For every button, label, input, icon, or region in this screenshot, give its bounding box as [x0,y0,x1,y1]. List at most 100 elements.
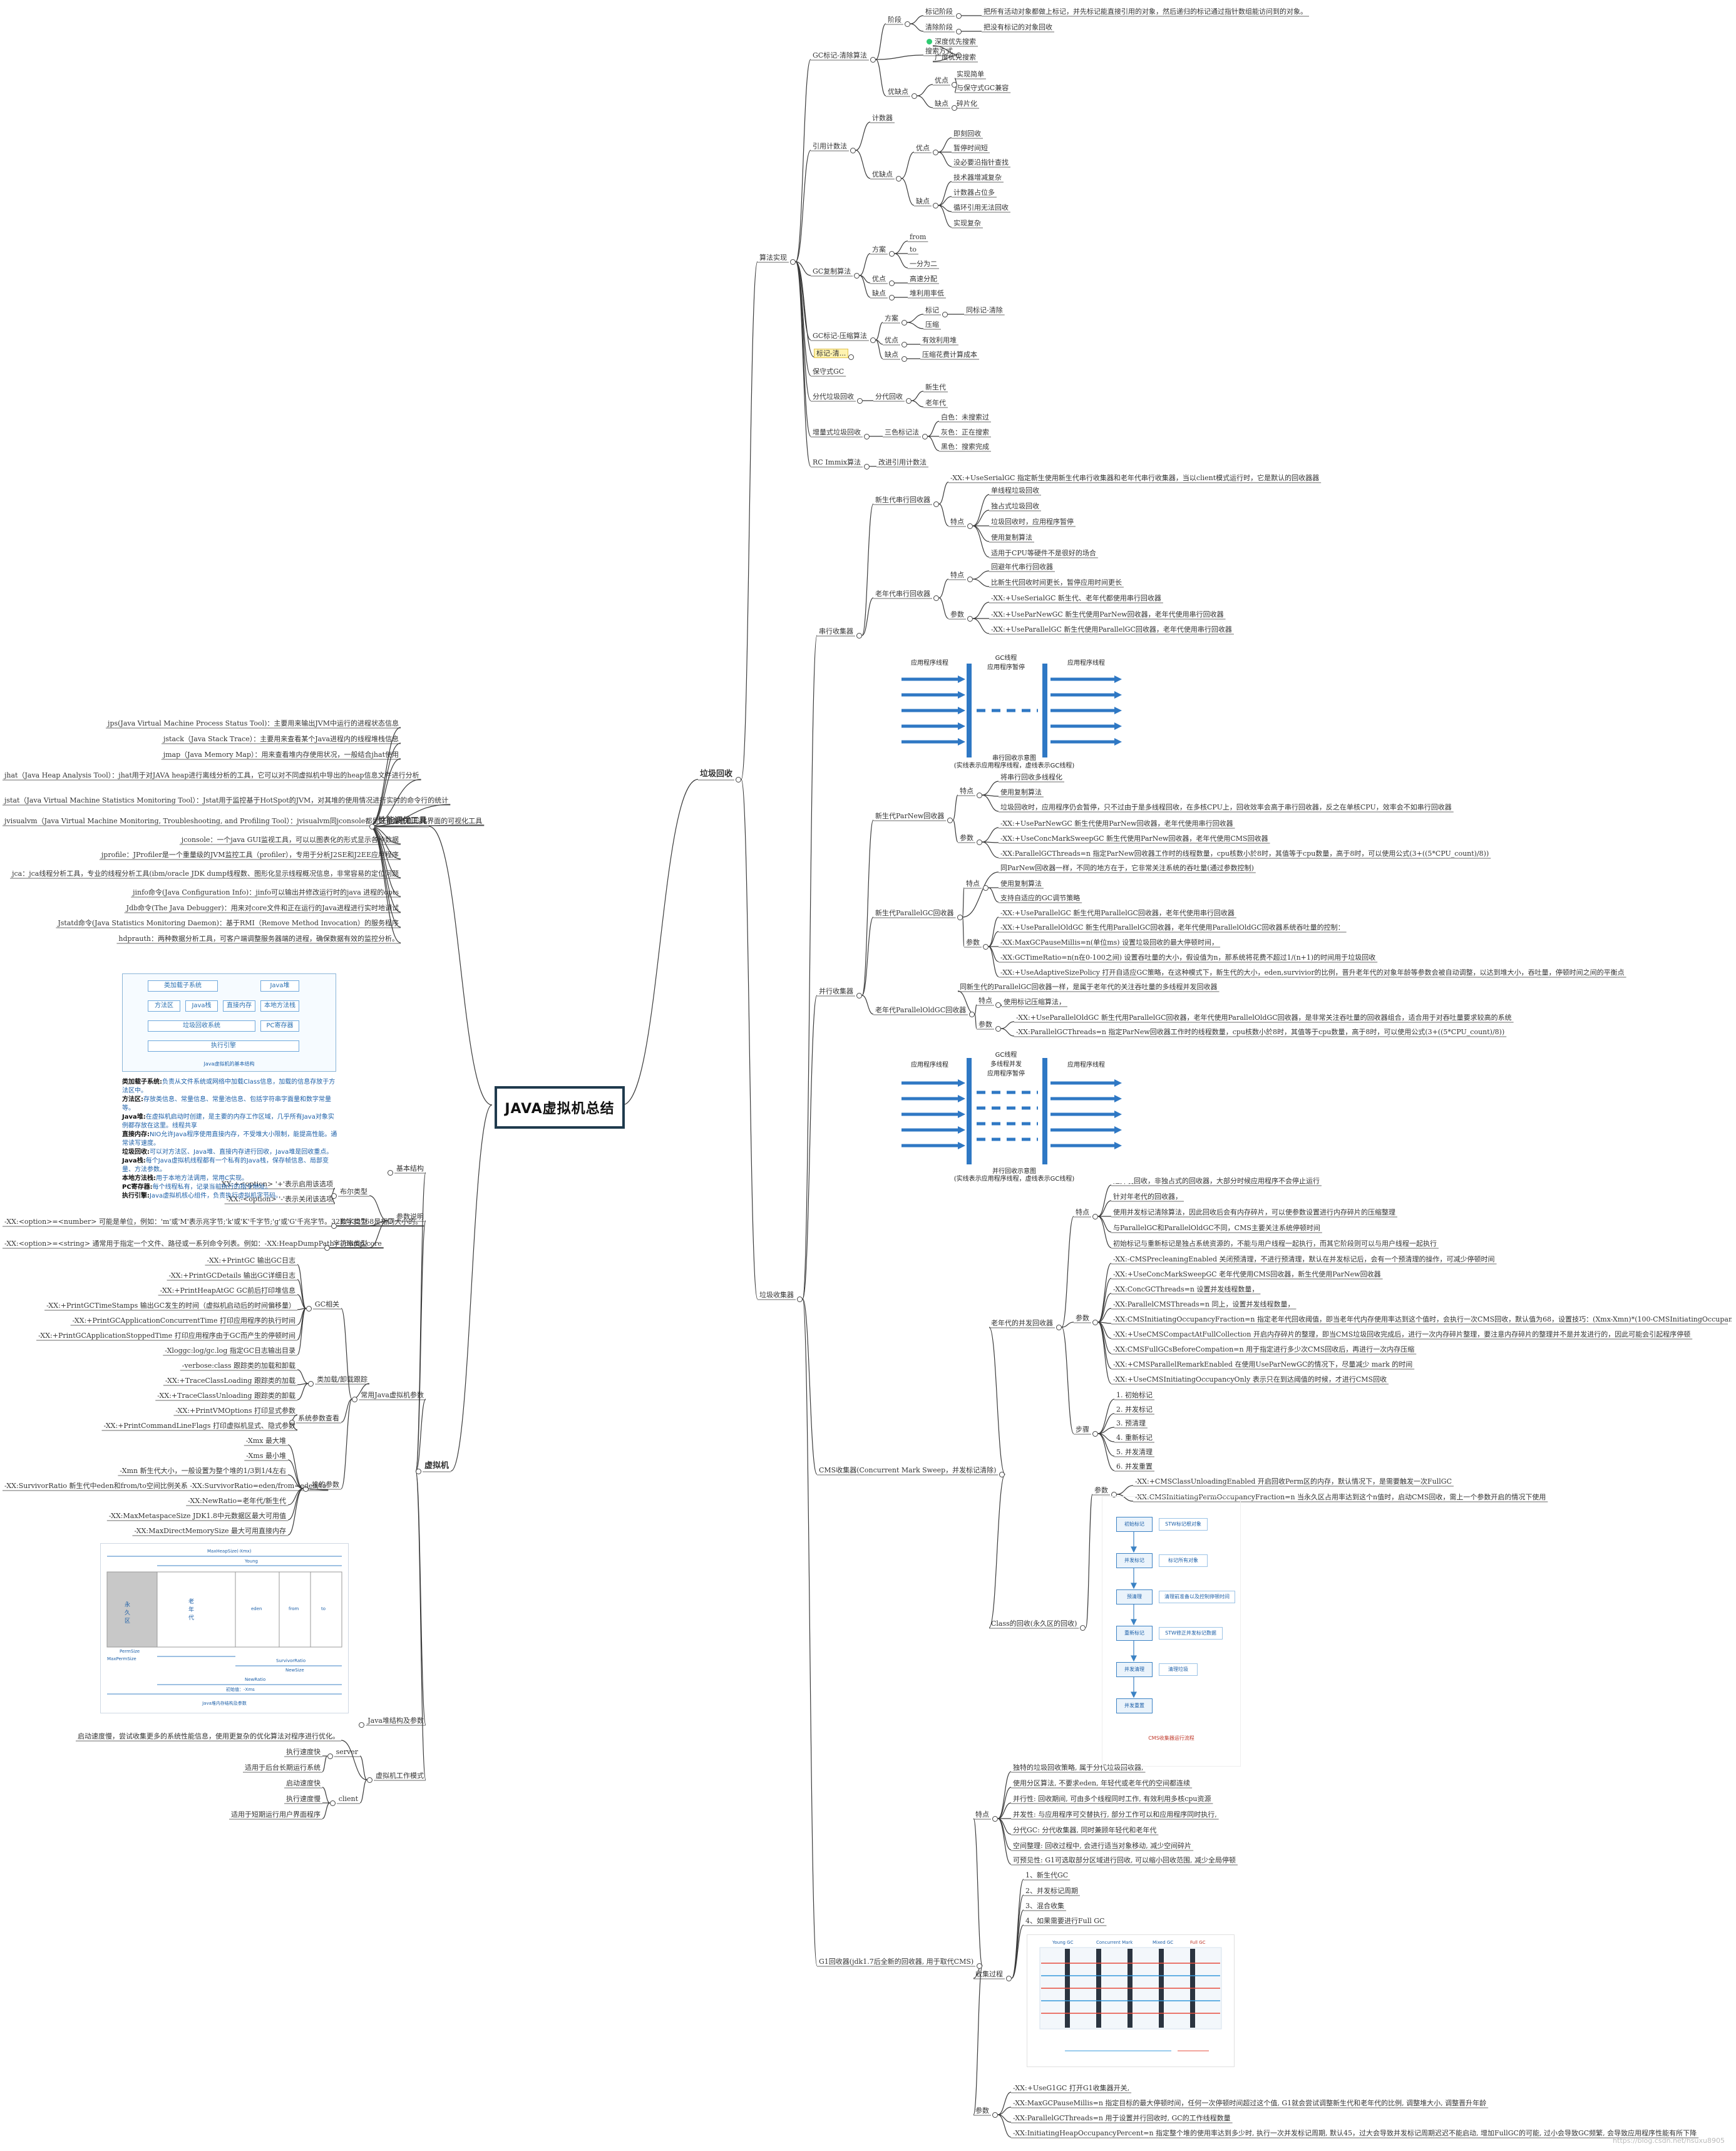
node-g1-f3[interactable]: 并行性: 回收期间, 可由多个线程同时工作, 有效利用多核cpu资源 [1013,1795,1211,1803]
collapse-toggle-icon[interactable] [797,1296,803,1302]
collapse-toggle-icon[interactable] [901,342,907,347]
node-j-g4[interactable]: -XX:+PrintGCTimeStamps 输出GC发生的时间（虚拟机启动后的… [46,1301,295,1310]
node-ms-mark[interactable]: 标记阶段 [925,8,953,16]
collapse-toggle-icon[interactable] [331,1223,337,1229]
node-pa-pgf[interactable]: 特点 [966,880,980,888]
node-cms[interactable]: CMS收集器(Concurrent Mark Sweep，并发标记清除) [819,1466,997,1474]
collapse-toggle-icon[interactable] [905,21,910,27]
node-pa-pnf1[interactable]: 将串行回收多线程化 [1000,773,1062,781]
collapse-toggle-icon[interactable] [327,1753,333,1759]
collapse-toggle-icon[interactable] [1006,1976,1012,1981]
collapse-toggle-icon[interactable] [854,273,860,279]
node-pa-pnp1[interactable]: -XX:+UseParNewGC 新生代使用ParNew回收器，老年代使用串行回… [1000,819,1233,828]
node-pa-pop1[interactable]: -XX:+UseParallelOldGC 新生代用ParallelGC回收器，… [1016,1014,1512,1022]
node-g1-p1[interactable]: -XX:+UseG1GC 打开G1收集器开关, [1013,2084,1130,2092]
node-rci-d[interactable]: 改进引用计数法 [878,458,927,466]
collapse-toggle-icon[interactable] [1080,1625,1086,1631]
node-g1-f[interactable]: 特点 [975,1810,989,1819]
collapse-toggle-icon[interactable] [308,1381,314,1387]
node-mc[interactable]: GC标记-压缩算法 [813,332,867,340]
node-cp-to[interactable]: to [910,245,917,254]
node-j-bool2[interactable]: -XX:-<option> '-'表示关闭该选项 [226,1195,333,1203]
collapse-toggle-icon[interactable] [870,57,876,63]
node-ms-dfs[interactable]: 深度优先搜索 [935,38,976,46]
node-se-yf2[interactable]: 独占式垃圾回收 [991,502,1039,510]
node-se-of[interactable]: 特点 [950,571,964,579]
node-mc-p1[interactable]: 有效利用堆 [922,336,957,344]
collapse-toggle-icon[interactable] [912,93,917,99]
node-j-g7[interactable]: -Xloggc:log/gc.log 指定GC日志输出目录 [165,1347,295,1355]
collapse-toggle-icon[interactable] [889,295,895,300]
node-cp-con[interactable]: 缺点 [872,289,886,297]
node-se-yf5[interactable]: 适用于CPU等硬件不是很好的场合 [991,549,1096,557]
collapse-toggle-icon[interactable] [1056,1325,1062,1330]
node-j-server[interactable]: server [336,1748,358,1756]
node-ms-p1[interactable]: 实现简单 [957,70,984,78]
node-cms-cp[interactable]: 参数 [1094,1486,1108,1494]
node-t12[interactable]: Jstatd命令(Java Statistics Monitoring Daem… [58,919,399,927]
node-j-bool[interactable]: 布尔类型 [340,1188,367,1196]
node-rci[interactable]: RC Immix算法 [813,458,861,466]
collapse-toggle-icon[interactable] [329,1800,336,1806]
node-cms-s4[interactable]: 4. 重新标记 [1116,1434,1153,1442]
node-se[interactable]: 串行收集器 [819,627,853,635]
node-ms[interactable]: GC标记-清除算法 [813,51,867,59]
node-cms-f5[interactable]: 初始标记与重新标记是独占系统资源的，不能与用户线程一起执行，而其它阶段则可以与用… [1113,1240,1437,1248]
collapse-toggle-icon[interactable] [933,203,938,208]
node-ms-sweep-d[interactable]: 把没有标记的对象回收 [984,23,1052,31]
node-mc-pro[interactable]: 优点 [885,336,898,344]
node-mc-c1[interactable]: 压缩花费计算成本 [922,351,977,359]
collapse-toggle-icon[interactable] [857,398,863,404]
collapse-toggle-icon[interactable] [969,1012,975,1017]
collapse-toggle-icon[interactable] [889,251,895,257]
node-g1-p4[interactable]: -XX:InitiatingHeapOccupancyPercent=n 指定整… [1013,2129,1697,2137]
node-pa-pg[interactable]: 新生代ParallelGC回收器 [875,909,954,917]
node-t9[interactable]: jca：jca线程分析工具，专业的线程分析工具(ibm/oracle JDK d… [12,870,399,878]
node-cms-f[interactable]: 特点 [1076,1208,1089,1216]
collapse-toggle-icon[interactable] [922,434,928,439]
node-cp-from[interactable]: from [910,233,927,241]
collapse-toggle-icon[interactable] [352,1397,358,1402]
node-pa-pgp3[interactable]: -XX:MaxGCPauseMillis=n(单位ms) 设置垃圾回收的最大停顿… [1000,938,1219,947]
node-j-sv2[interactable]: 适用于后台长期运行系统 [245,1763,321,1772]
node-t5[interactable]: jstat（Java Virtual Machine Statistics Mo… [4,796,449,804]
node-pa-pgf1[interactable]: 使用复制算法 [1000,880,1042,888]
node-j-gc[interactable]: GC相关 [314,1300,339,1308]
node-ms-pro[interactable]: 优点 [935,76,948,85]
node-rc-p2[interactable]: 暂停时间短 [953,144,988,152]
collapse-toggle-icon[interactable] [367,1777,372,1783]
node-pa-pnp2[interactable]: -XX:+UseConcMarkSweepGC 新生代使用ParNew回收器，老… [1000,834,1268,843]
collapse-toggle-icon[interactable] [359,1722,365,1728]
node-j-h4[interactable]: -XX:SurvivorRatio 新生代中eden和from/to空间比例关系… [4,1482,327,1490]
node-j-sv1[interactable]: 执行速度快 [286,1748,321,1756]
collapse-toggle-icon[interactable] [957,915,963,920]
node-pa-pnp3[interactable]: -XX:ParallelGCThreads=n 指定ParNew回收器工作时的线… [1000,850,1489,858]
node-g1-f5[interactable]: 分代GC: 分代收集器, 同时兼顾年轻代和老年代 [1013,1826,1157,1834]
node-ms-mark-d[interactable]: 把所有活动对象都做上标记，并先标记能直接引用的对象，然后递归的标记通过指针数组能… [984,8,1307,16]
node-g1[interactable]: G1回收器(jdk1.7后全新的回收器, 用于取代CMS) [819,1958,974,1966]
collapse-toggle-icon[interactable] [952,82,957,88]
collapse-toggle-icon[interactable] [967,577,973,582]
node-g1-pr[interactable]: 收集过程 [975,1970,1003,1978]
collapse-toggle-icon[interactable] [933,595,939,601]
node-j-basic[interactable]: 基本结构 [396,1164,424,1173]
node-g1-f2[interactable]: 使用分区算法, 不要求eden, 年轻代或老年代的空间都连续 [1013,1779,1191,1787]
node-cms-p[interactable]: 参数 [1076,1314,1089,1322]
node-ms-sweep[interactable]: 清除阶段 [925,23,953,31]
node-j-sys[interactable]: 系统参数查看 [298,1414,339,1422]
node-pa-pgn[interactable]: 同ParNew回收器一样，不同的地方在于，它非常关注系统的吞吐量(通过参数控制) [1000,864,1254,872]
node-gen-y[interactable]: 新生代 [925,383,946,391]
node-t8[interactable]: jprofile：JProfiler是一个重量级的JVM监控工具（profile… [101,851,399,859]
collapse-toggle-icon[interactable] [967,616,973,622]
collapse-toggle-icon[interactable] [977,839,982,845]
node-j-client[interactable]: client [338,1795,358,1803]
collapse-toggle-icon[interactable] [933,501,939,507]
node-pa-pop2[interactable]: -XX:ParallelGCThreads=n 指定ParNew回收器工作时的线… [1016,1028,1505,1036]
node-j-mn[interactable]: 启动速度慢，尝试收集更多的系统性能信息，使用更复杂的优化算法对程序进行优化。 [78,1732,339,1740]
collapse-toggle-icon[interactable] [850,148,856,153]
node-se-op[interactable]: 参数 [950,610,964,619]
node-j-cl1[interactable]: 启动速度快 [286,1779,321,1787]
node-j-h7[interactable]: -XX:MaxDirectMemorySize 最大可用直接内存 [134,1527,286,1535]
node-g1-s4[interactable]: 4、如果需要进行Full GC [1025,1917,1105,1925]
node-j-cl2[interactable]: 执行速度慢 [286,1795,321,1803]
